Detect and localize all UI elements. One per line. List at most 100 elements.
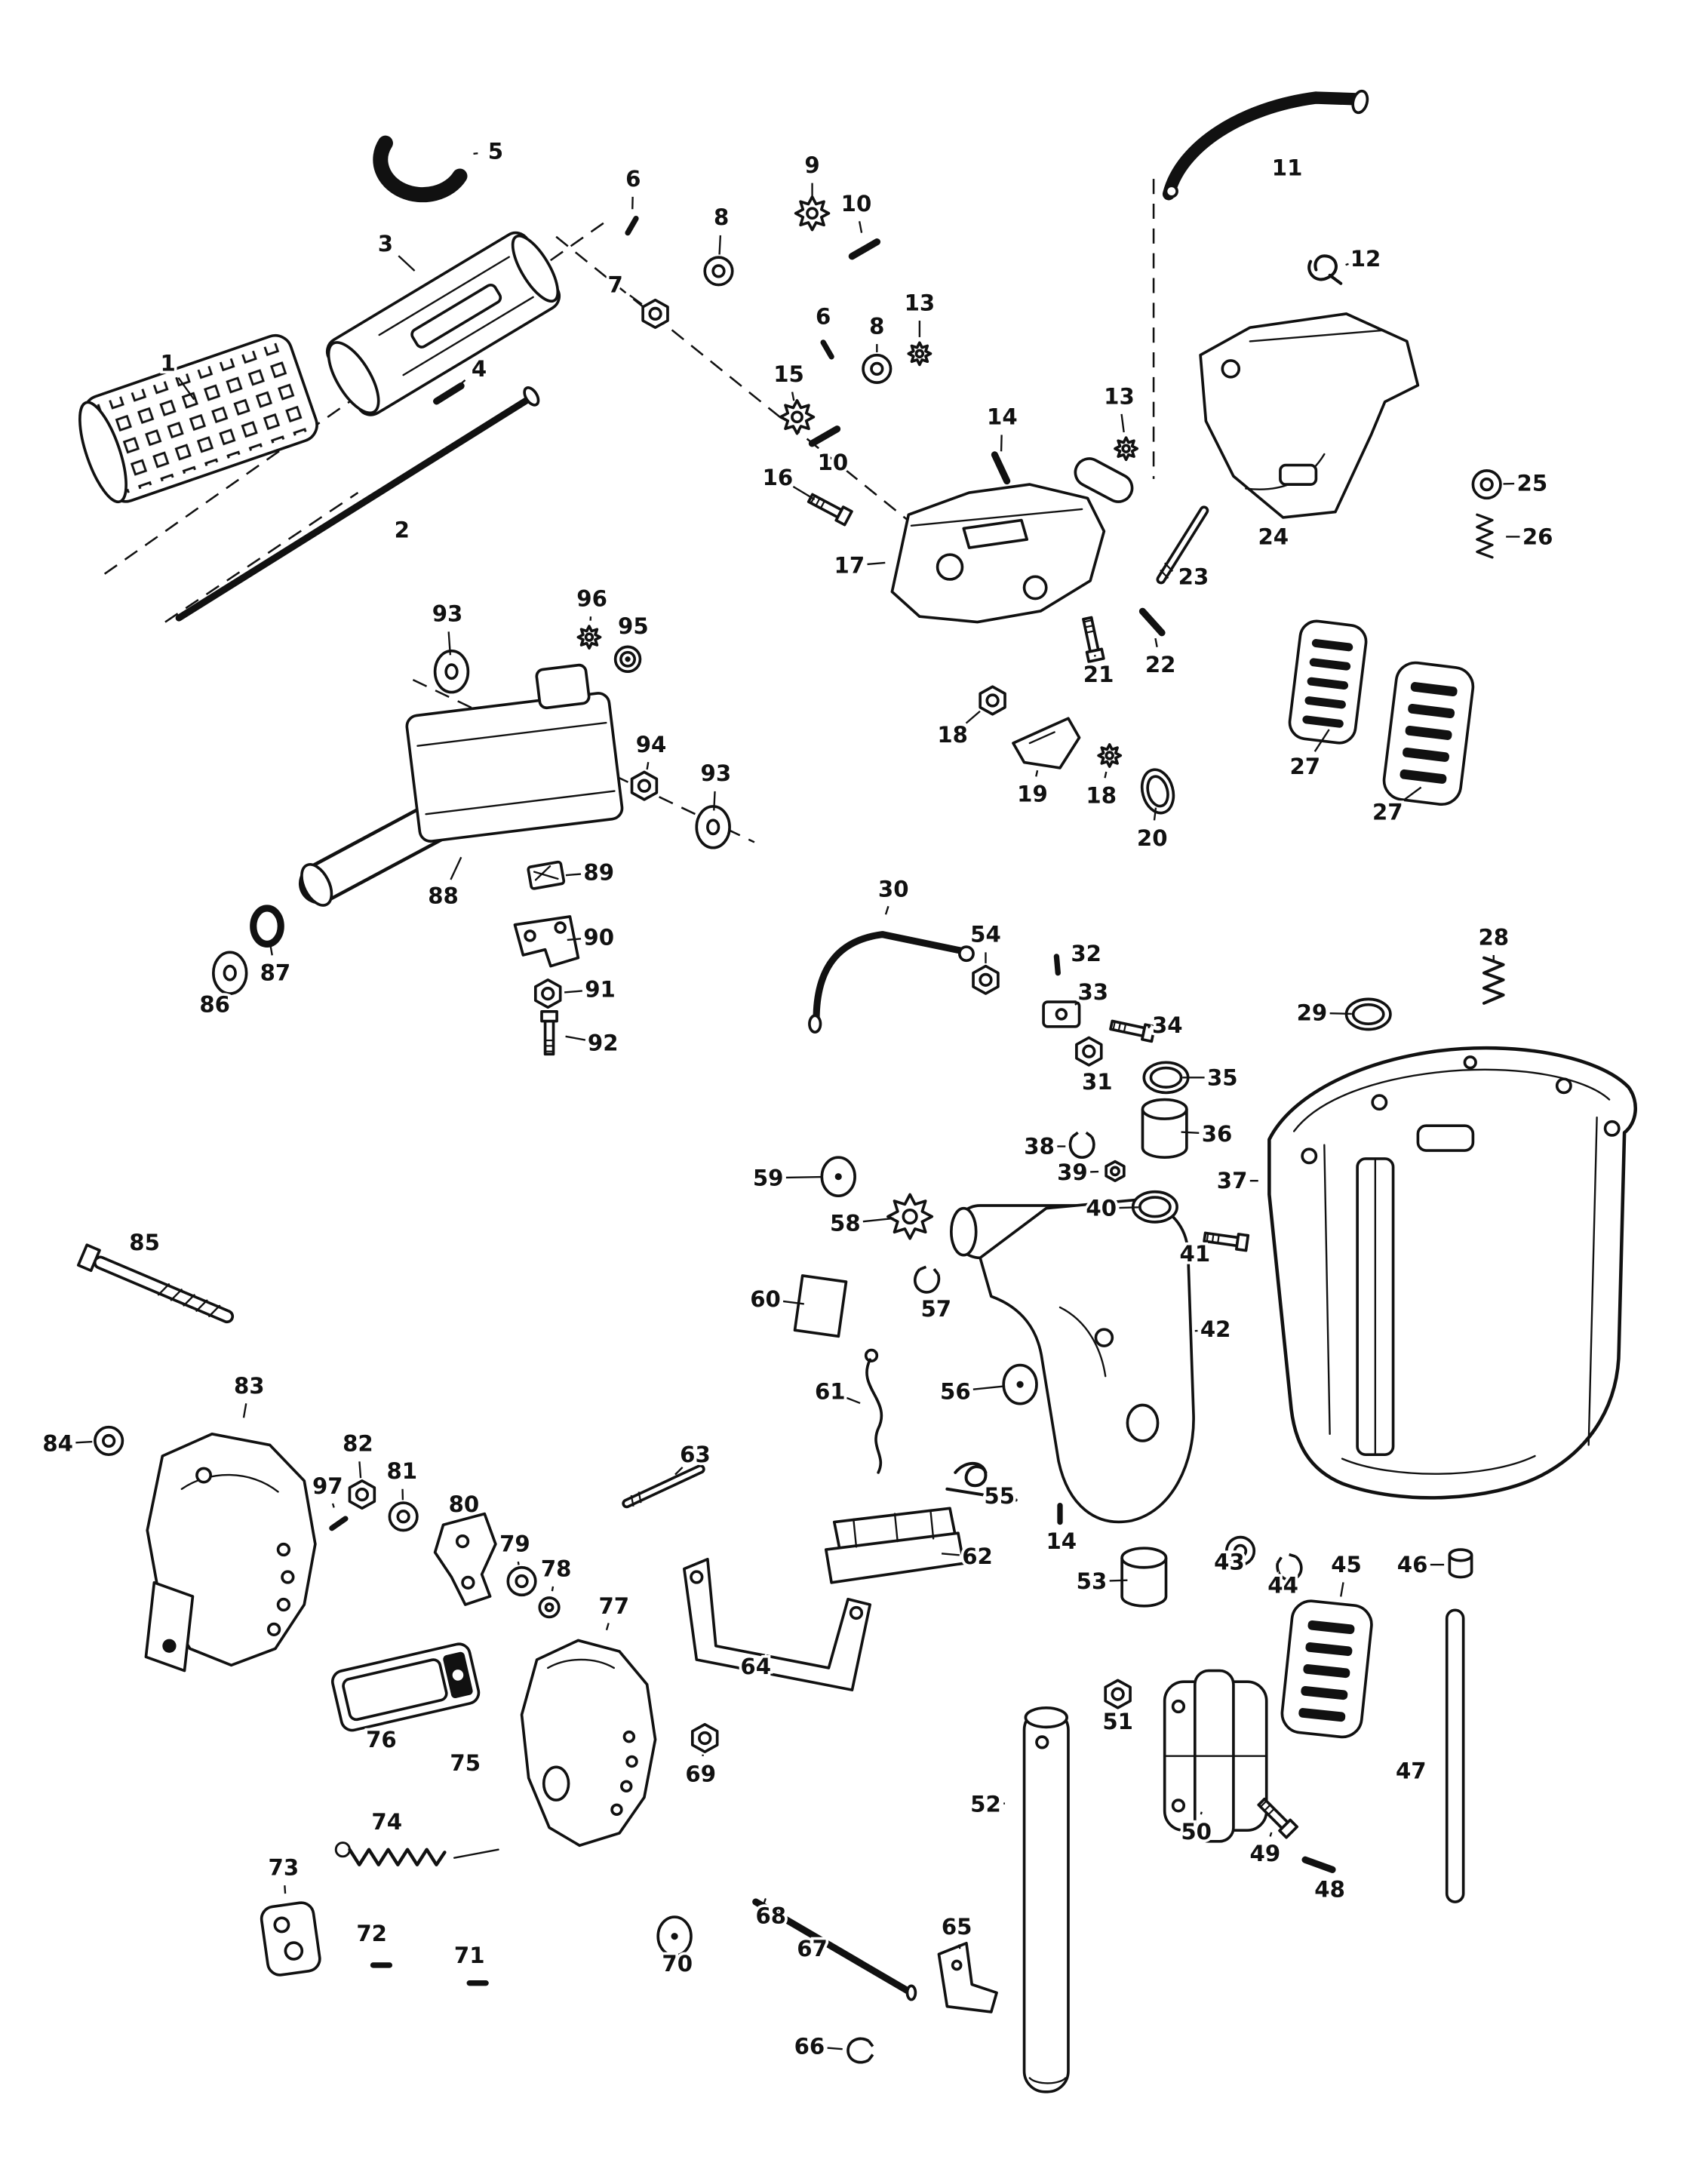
part-24-mount-bracket [1199, 312, 1420, 519]
leader-line [605, 1623, 610, 1631]
part-glyph-washer [703, 256, 734, 287]
part-90-bracket [513, 915, 580, 968]
part-glyph-block [1042, 1000, 1081, 1028]
part-number-label: 79 [499, 1531, 530, 1557]
part-glyph-disc-big [1002, 1363, 1038, 1405]
part-glyph-grommet [613, 645, 642, 674]
part-26-spring [1476, 513, 1494, 559]
part-27-grip-left [1288, 619, 1368, 745]
part-glyph-pin [808, 425, 841, 447]
leader-line [1313, 729, 1330, 752]
part-number-label: 8 [714, 204, 729, 230]
leader-line [1181, 1131, 1200, 1135]
part-number-label: 31 [1082, 1069, 1113, 1095]
part-number-label: 66 [794, 2034, 825, 2060]
part-number-label: 65 [942, 1914, 972, 1940]
part-number-label: 44 [1267, 1572, 1298, 1598]
part-number-label: 10 [818, 450, 849, 475]
leader-line [972, 1385, 1004, 1390]
part-glyph-ring-big [1344, 997, 1392, 1031]
leader-line [564, 990, 582, 994]
leader-line [284, 1885, 287, 1894]
part-88-motor-housing [298, 663, 624, 907]
part-number-label: 8 [869, 313, 884, 339]
leader-line [941, 1553, 960, 1556]
part-number-label: 13 [905, 290, 936, 315]
leader-line [450, 856, 462, 880]
part-number-label: 87 [260, 960, 291, 986]
leader-line [565, 873, 582, 877]
leader-line [358, 1461, 362, 1479]
part-glyph-bolt [540, 1009, 558, 1056]
leader-line [473, 152, 478, 155]
part-number-label: 55 [984, 1483, 1015, 1509]
part-number-label: 54 [970, 922, 1001, 948]
part-number-label: 92 [588, 1031, 619, 1056]
part-glyph-ring-thick [250, 905, 284, 948]
part-glyph-bolt [1203, 1231, 1250, 1252]
part-glyph-clip [846, 2037, 874, 2064]
part-number-label: 6 [816, 304, 831, 330]
part-glyph-washer [388, 1501, 419, 1532]
part-glyph-ring-big [1131, 1190, 1178, 1224]
leader-line [1074, 1001, 1079, 1006]
leader-line [447, 631, 452, 656]
leader-line [1329, 1012, 1352, 1015]
part-number-label: 53 [1077, 1568, 1108, 1594]
part-number-label: 39 [1057, 1160, 1088, 1185]
part-glyph-washer [1471, 469, 1502, 500]
part-number-label: 6 [625, 166, 641, 192]
part-glyph-ring-big [1142, 1061, 1190, 1095]
leader-line [1340, 1582, 1344, 1597]
part-glyph-pin-small [329, 1516, 349, 1531]
part-12-retainer-clip [1307, 254, 1343, 285]
leader-line [242, 1403, 247, 1418]
leader-line [1200, 1811, 1203, 1815]
part-glyph-ring-big [1140, 768, 1175, 815]
part-number-label: 42 [1200, 1316, 1231, 1342]
leader-line [792, 486, 816, 501]
part-85-long-bolt [76, 1243, 235, 1324]
part-number-label: 48 [1314, 1877, 1345, 1903]
part-number-label: 25 [1517, 470, 1548, 496]
part-glyph-disc [538, 1596, 561, 1619]
part-number-label: 29 [1297, 1000, 1328, 1026]
leader-line [785, 1175, 822, 1179]
leader-line [1109, 1579, 1128, 1582]
part-glyph-nut [1104, 1679, 1132, 1709]
part-glyph-pin-small [820, 339, 834, 360]
part-glyph-pin [1301, 1856, 1336, 1873]
part-number-label: 82 [343, 1431, 373, 1457]
part-glyph-gear [794, 195, 831, 232]
part-glyph-gear-big [886, 1193, 934, 1240]
part-64-yoke [683, 1557, 872, 1691]
part-glyph-pin [1138, 607, 1166, 637]
part-number-label: 46 [1397, 1552, 1428, 1577]
part-glyph-pin [433, 382, 465, 405]
part-glyph-washer-big [695, 805, 731, 849]
part-glyph-gear-small [1097, 743, 1123, 768]
part-number-label: 22 [1145, 652, 1176, 677]
leader-line [958, 1944, 961, 1949]
leader-line [1035, 769, 1039, 777]
part-37-lower-housing [1267, 1046, 1637, 1500]
part-42-swivel-arm [950, 1198, 1195, 1524]
part-number-label: 20 [1137, 825, 1168, 851]
part-number-label: 75 [450, 1750, 481, 1776]
part-number-label: 11 [1272, 155, 1303, 181]
part-glyph-gear-small [907, 341, 932, 367]
leader-line [331, 1503, 335, 1508]
part-45-grip [1280, 1599, 1373, 1739]
part-number-label: 83 [234, 1373, 265, 1399]
leader-line [1345, 263, 1349, 266]
part-number-label: 60 [750, 1286, 781, 1312]
part-number-label: 80 [449, 1491, 480, 1517]
part-number-label: 3 [378, 231, 393, 256]
part-number-label: 2 [395, 517, 410, 542]
part-glyph-nut [348, 1479, 376, 1510]
leader-line [1153, 807, 1157, 821]
part-50-steering-clamp [1163, 1669, 1268, 1843]
part-glyph-clip [914, 1265, 941, 1294]
part-number-label: 41 [1180, 1241, 1211, 1267]
